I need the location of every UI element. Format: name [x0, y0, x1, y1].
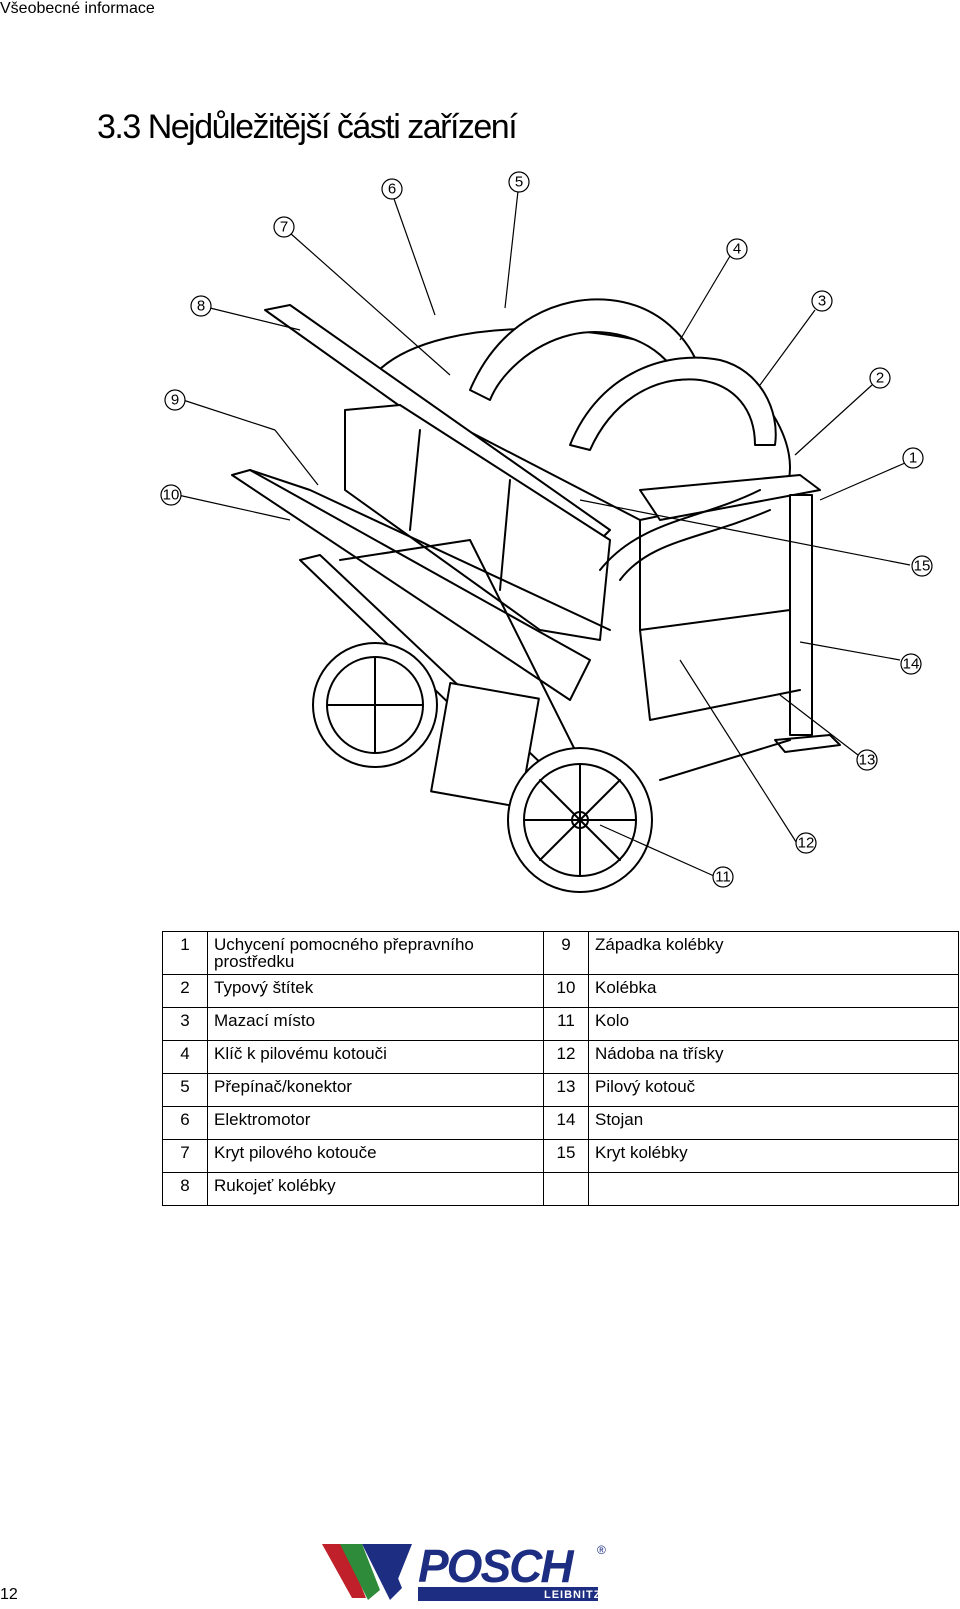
part-label: Západka kolébky — [588, 931, 959, 975]
posch-logo: POSCH ® LEIBNITZ — [322, 1540, 606, 1601]
callout-10: 10 — [163, 487, 180, 504]
part-label: Přepínač/konektor — [207, 1073, 544, 1107]
table-row: 8 Rukojeť kolébky — [162, 1172, 959, 1206]
part-number: 8 — [162, 1172, 208, 1206]
feed-trough — [231, 469, 591, 701]
part-label: Nádoba na třísky — [588, 1040, 959, 1074]
table-row: 4 Klíč k pilovému kotouči 12 Nádoba na t… — [162, 1040, 959, 1074]
part-label: Uchycení pomocného přepravního prostředk… — [207, 931, 544, 975]
part-number: 13 — [543, 1073, 589, 1107]
callout-14: 14 — [903, 656, 920, 673]
callout-13: 13 — [859, 752, 876, 769]
part-label: Kolébka — [588, 974, 959, 1008]
part-label: Klíč k pilovému kotouči — [207, 1040, 544, 1074]
stand-post — [789, 494, 813, 736]
table-row: 3 Mazací místo 11 Kolo — [162, 1007, 959, 1041]
carriage-panel — [344, 404, 611, 641]
logo-registered: ® — [597, 1543, 606, 1557]
part-number: 12 — [543, 1040, 589, 1074]
table-row: 5 Přepínač/konektor 13 Pilový kotouč — [162, 1073, 959, 1107]
part-number: 14 — [543, 1106, 589, 1140]
table-row: 6 Elektromotor 14 Stojan — [162, 1106, 959, 1140]
part-label: Elektromotor — [207, 1106, 544, 1140]
part-number: 15 — [543, 1139, 589, 1173]
table-row: 1 Uchycení pomocného přepravního prostře… — [162, 931, 959, 975]
machine-drawing: 1 2 3 4 5 6 7 8 9 10 11 12 13 14 15 — [160, 171, 933, 893]
logo-sub: LEIBNITZ — [544, 1589, 602, 1601]
page-title: 3.3 Nejdůležitější části zařízení — [97, 108, 518, 146]
part-number: 10 — [543, 974, 589, 1008]
callout-3: 3 — [818, 293, 826, 310]
part-number: 1 — [162, 931, 208, 975]
part-label: Rukojeť kolébky — [207, 1172, 544, 1206]
part-number: 7 — [162, 1139, 208, 1173]
callout-7: 7 — [280, 219, 288, 236]
callout-12: 12 — [798, 835, 815, 852]
part-number: 2 — [162, 974, 208, 1008]
part-number: 9 — [543, 931, 589, 975]
callout-15: 15 — [914, 558, 931, 575]
part-label: Mazací místo — [207, 1007, 544, 1041]
blade-guard-rear — [569, 356, 777, 451]
table-row: 7 Kryt pilového kotouče 15 Kryt kolébky — [162, 1139, 959, 1173]
table-row: 2 Typový štítek 10 Kolébka — [162, 974, 959, 1008]
part-number: 5 — [162, 1073, 208, 1107]
part-label: Kryt pilového kotouče — [207, 1139, 544, 1173]
parts-table: 1 Uchycení pomocného přepravního prostře… — [162, 931, 959, 1206]
part-number: 6 — [162, 1106, 208, 1140]
callout-8: 8 — [197, 298, 205, 315]
part-label: Typový štítek — [207, 974, 544, 1008]
part-number: 3 — [162, 1007, 208, 1041]
part-label: Pilový kotouč — [588, 1073, 959, 1107]
part-label: Stojan — [588, 1106, 959, 1140]
part-number: 11 — [543, 1007, 589, 1041]
motor — [430, 682, 540, 808]
section-header: Všeobecné informace — [0, 0, 155, 17]
callout-9: 9 — [171, 392, 179, 409]
callout-6: 6 — [388, 181, 396, 198]
part-number — [543, 1172, 589, 1206]
callout-2: 2 — [876, 370, 884, 387]
part-label — [588, 1172, 959, 1206]
callout-5: 5 — [515, 174, 523, 191]
part-label: Kryt kolébky — [588, 1139, 959, 1173]
page-number: 12 — [0, 1586, 18, 1603]
logo-brand: POSCH — [418, 1540, 574, 1592]
callout-4: 4 — [733, 241, 741, 258]
stand-frame — [639, 474, 821, 521]
callout-1: 1 — [909, 450, 917, 467]
callout-11: 11 — [715, 869, 731, 886]
part-number: 4 — [162, 1040, 208, 1074]
part-label: Kolo — [588, 1007, 959, 1041]
